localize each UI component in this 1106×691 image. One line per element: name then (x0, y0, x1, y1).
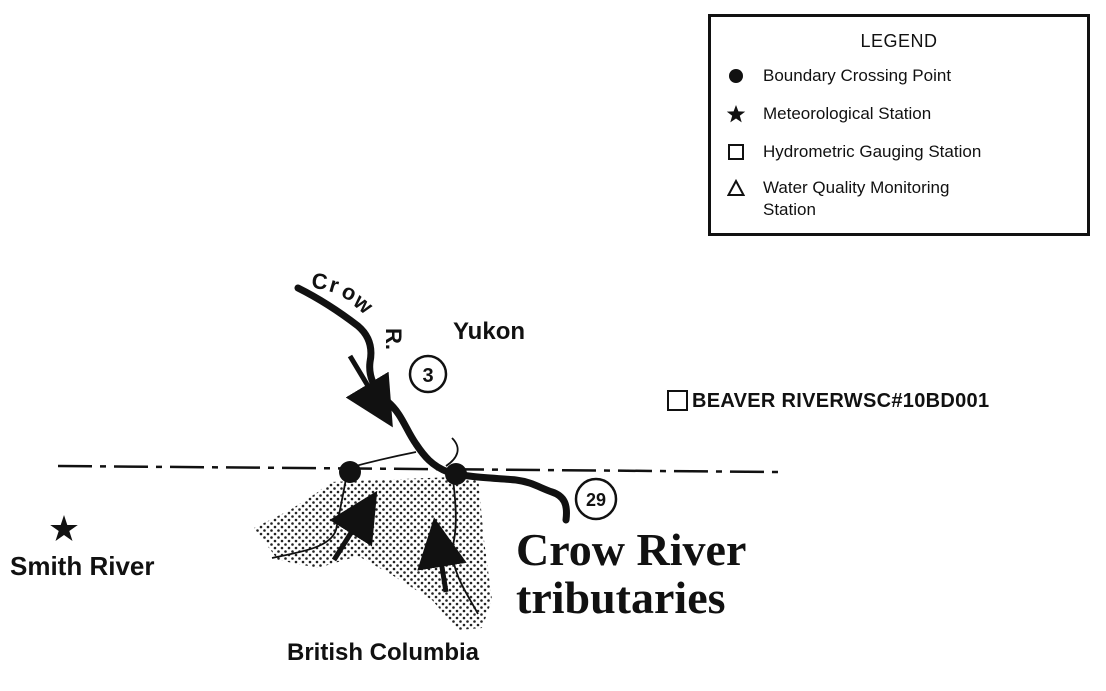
route-marker-3-label: 3 (422, 365, 433, 387)
territorial-boundary-line (57, 464, 779, 474)
tributary-drainage-area (254, 476, 492, 630)
map-legend: LEGEND Boundary Crossing Point Meteorolo… (708, 14, 1090, 236)
legend-item-label: Water Quality Monitoring Station (763, 178, 950, 219)
met-station-label: Smith River (10, 551, 155, 581)
triangle-icon (725, 177, 747, 199)
crow-river-side-channel (445, 437, 459, 467)
crow-river-main-channel (294, 284, 570, 524)
flow-arrow-tributary-east (417, 517, 467, 593)
svg-text:R.: R. (381, 328, 406, 350)
region-label-yukon: Yukon (453, 318, 526, 345)
svg-text:C: C (310, 268, 329, 295)
legend-item-label: Hydrometric Gauging Station (763, 142, 982, 161)
tributaries-title: Crow River tributaries (516, 526, 746, 622)
gauging-station-label: BEAVER RIVERWSC#10BD001 (692, 390, 990, 412)
route-marker-3-circle (408, 354, 448, 394)
legend-title: LEGEND (860, 31, 938, 51)
legend-item-hydrometric-station: Hydrometric Gauging Station (725, 141, 1081, 163)
river-name-label: C r o w R. (310, 268, 406, 350)
star-icon (725, 103, 747, 125)
square-icon (725, 141, 747, 163)
flow-arrow-tributary-west (329, 490, 378, 562)
legend-item-label: Meteorological Station (763, 104, 932, 123)
boundary-crossing-point-west (339, 461, 361, 483)
legend-item-water-quality-station: Water Quality Monitoring Station (725, 177, 1081, 221)
meteorological-station-star (50, 515, 78, 541)
filled-circle-icon (725, 65, 747, 87)
boundary-crossing-point-east (445, 463, 467, 485)
region-label-british-columbia: British Columbia (287, 639, 480, 666)
legend-item-boundary-crossing: Boundary Crossing Point (725, 65, 1081, 87)
route-marker-29-label: 29 (586, 490, 606, 510)
tributaries-title-line2: tributaries (516, 572, 726, 623)
flow-arrow-main (345, 354, 393, 428)
hydrometric-gauging-station-square (667, 390, 688, 411)
legend-item-meteorological-station: Meteorological Station (725, 103, 1081, 125)
legend-item-label: Boundary Crossing Point (763, 66, 952, 85)
route-marker-29-circle (574, 477, 618, 521)
tributaries-title-line1: Crow River (516, 524, 747, 575)
